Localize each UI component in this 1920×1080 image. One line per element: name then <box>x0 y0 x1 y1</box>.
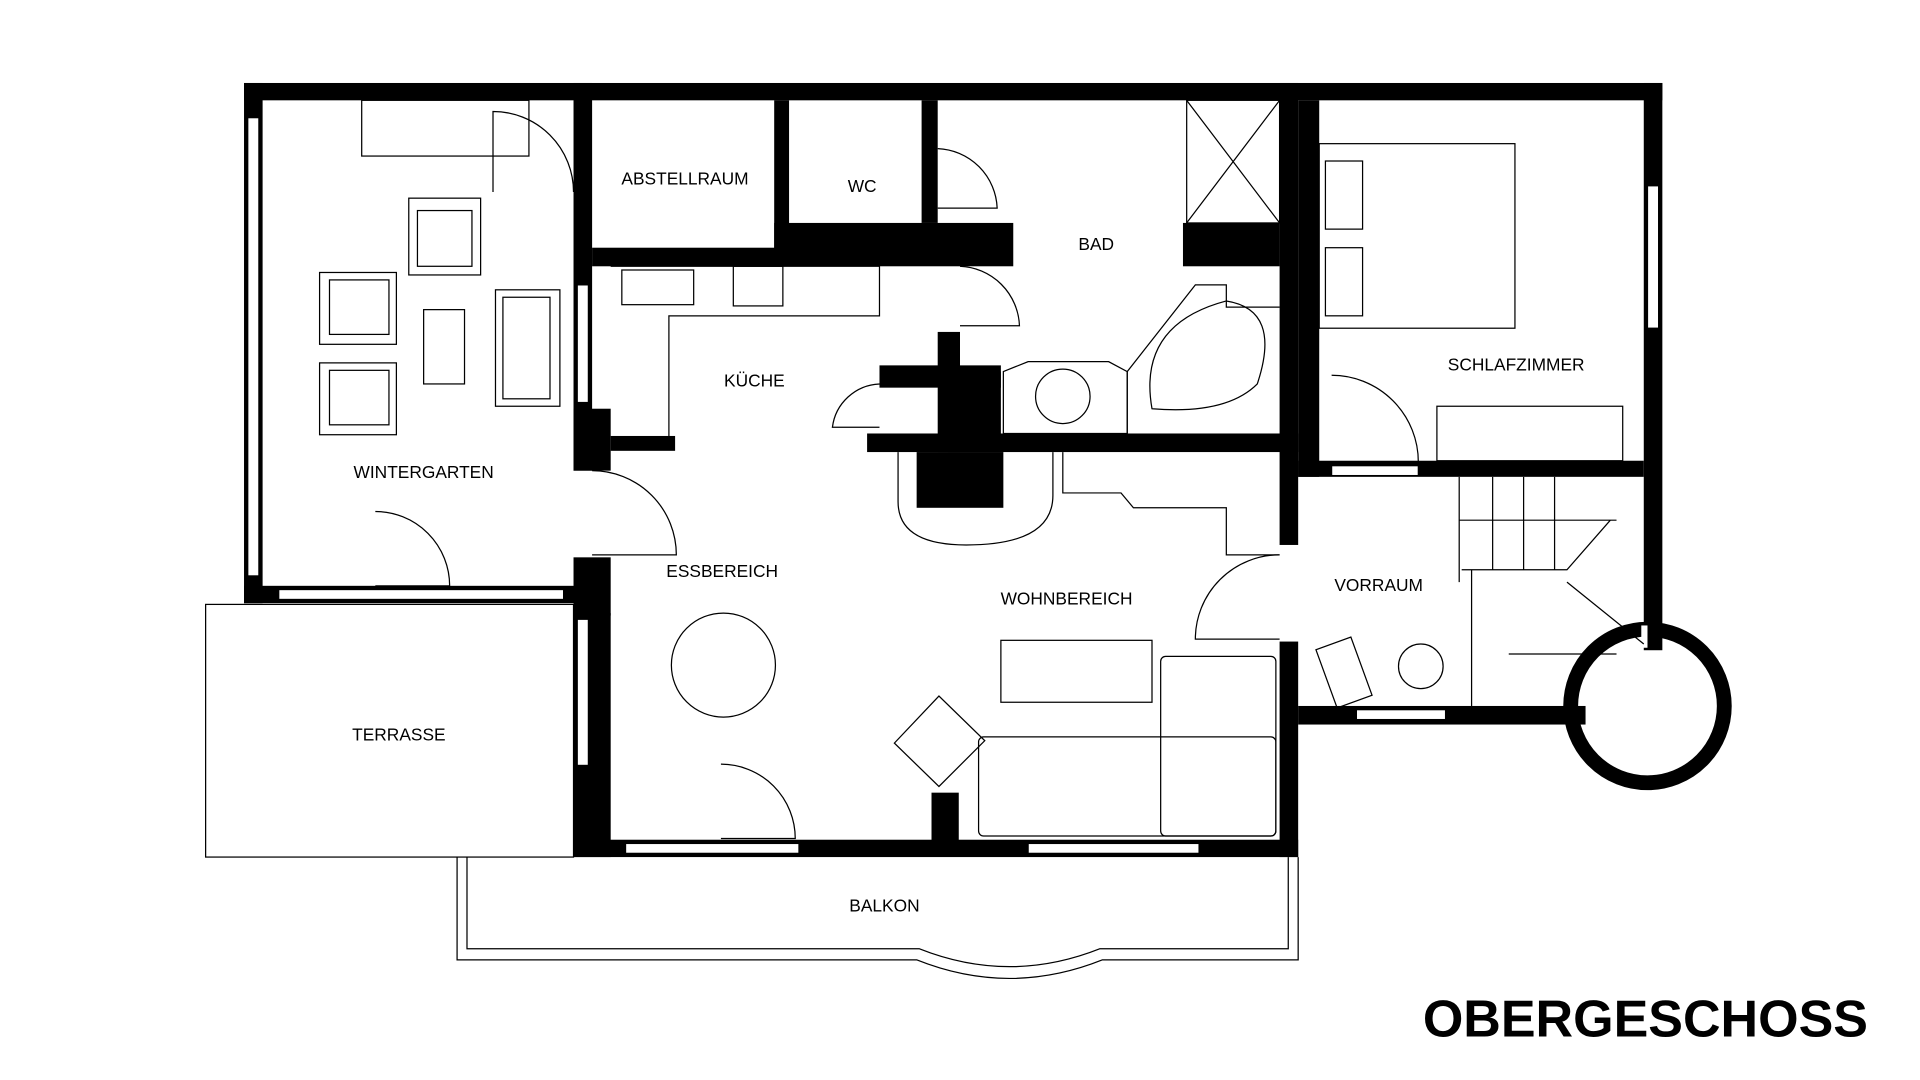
label-schlafzimmer: SCHLAFZIMMER <box>1448 354 1585 374</box>
doors <box>375 110 1419 840</box>
label-wohnbereich: WOHNBEREICH <box>1001 588 1133 608</box>
furniture <box>318 99 1645 837</box>
label-essbereich: ESSBEREICH <box>666 561 778 581</box>
label-terrasse: TERRASSE <box>352 725 445 745</box>
label-bad: BAD <box>1078 234 1114 254</box>
label-abstellraum: ABSTELLRAUM <box>621 169 748 189</box>
floor-title: OBERGESCHOSS <box>1423 991 1868 1049</box>
room-labels: ABSTELLRAUM WC BAD SCHLAFZIMMER WINTERGA… <box>352 169 1584 916</box>
balkon-outline <box>456 857 1299 980</box>
label-kueche: KÜCHE <box>724 370 785 390</box>
label-wc: WC <box>848 176 877 196</box>
windows <box>247 117 1660 854</box>
label-wintergarten: WINTERGARTEN <box>354 462 494 482</box>
label-balkon: BALKON <box>849 896 919 916</box>
label-vorraum: VORRAUM <box>1334 575 1423 595</box>
